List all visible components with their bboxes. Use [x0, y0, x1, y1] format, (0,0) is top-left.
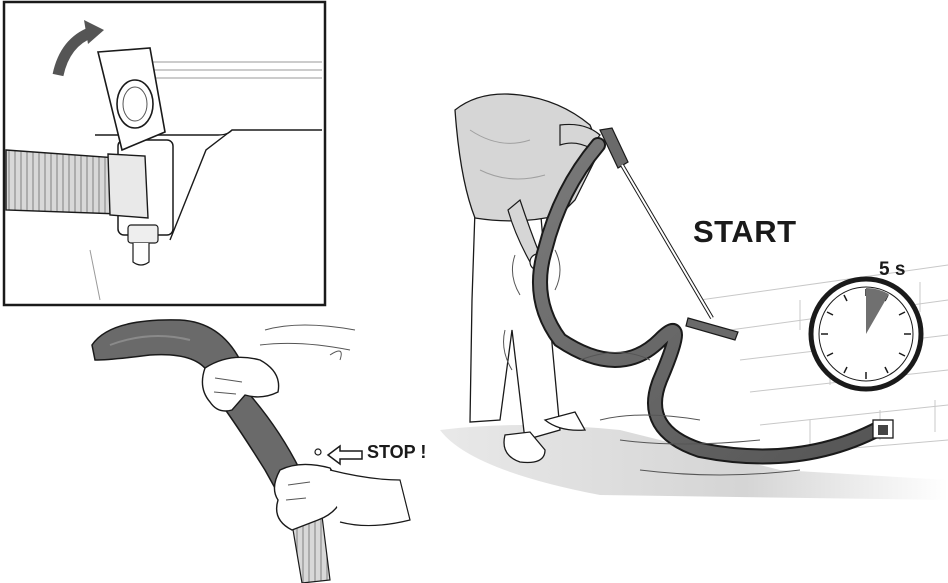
stop-label: STOP ! — [367, 442, 426, 463]
start-label: START — [693, 214, 797, 250]
stopwatch-icon — [811, 279, 921, 389]
hose-end — [6, 150, 148, 218]
timer-label: 5 s — [879, 259, 905, 281]
person — [455, 94, 600, 463]
hose-handle-scene — [92, 320, 410, 583]
lower-hand — [274, 464, 410, 530]
left-arrow-icon — [328, 446, 362, 464]
inset-panel — [4, 2, 325, 305]
vacuuming-scene — [440, 94, 948, 500]
wall-inlet — [873, 420, 893, 438]
